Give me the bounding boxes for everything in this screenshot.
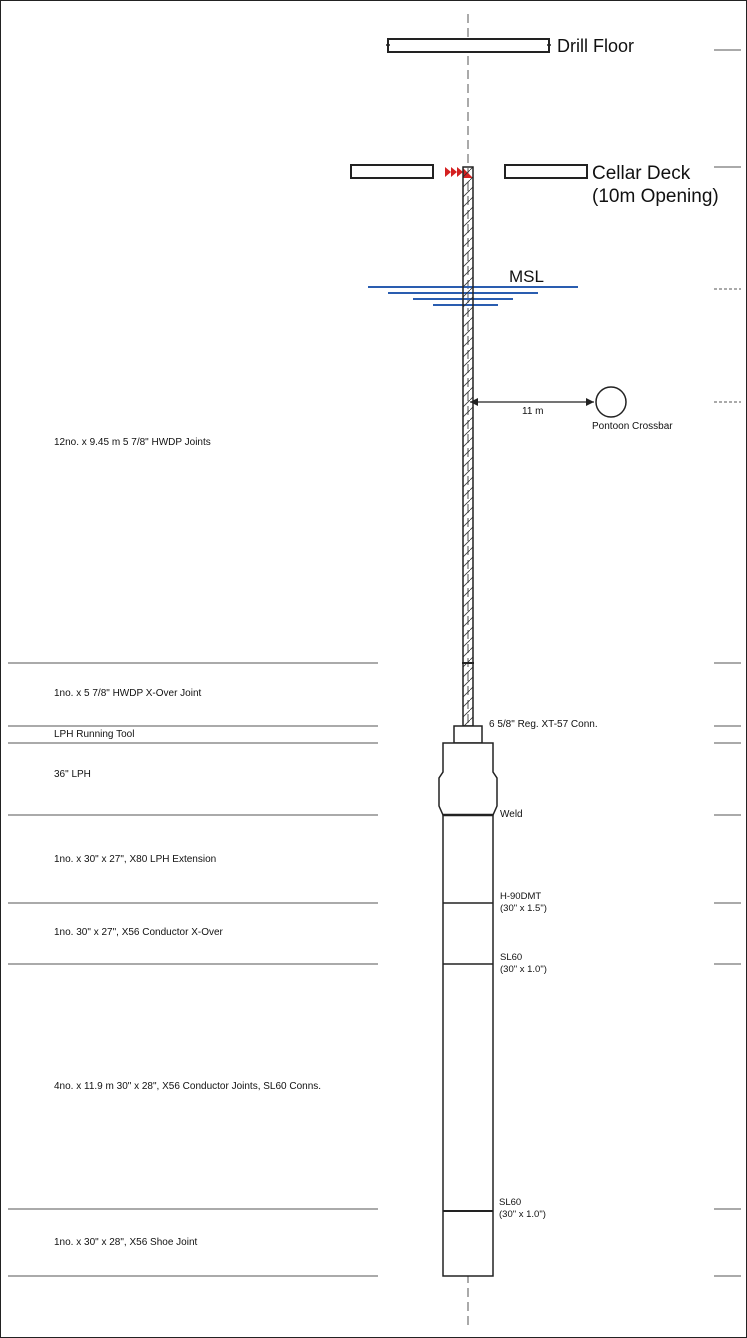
- lph-housing: [438, 742, 498, 816]
- cellar-deck-opening-label: (10m Opening): [592, 186, 719, 207]
- section-label-conductor-xover: 1no. 30" x 27", X56 Conductor X-Over: [54, 927, 223, 938]
- section-label-conductor-joints: 4no. x 11.9 m 30" x 28", X56 Conductor J…: [54, 1081, 322, 1092]
- section-label-hwdp-xover: 1no. x 5 7/8" HWDP X-Over Joint: [54, 688, 202, 699]
- section-label-hwdp-joints: 12no. x 9.45 m 5 7/8" HWDP Joints: [54, 437, 211, 448]
- msl-label: MSL: [509, 267, 544, 286]
- cellar-deck-plate-right: [504, 164, 588, 179]
- hwdp-xover-joint: [462, 662, 474, 727]
- cellar-deck-plate-left: [350, 164, 434, 179]
- cellar-deck-label: Cellar Deck: [592, 163, 691, 184]
- elevation-ticks: [714, 49, 741, 1277]
- conn-label-h90-name: H-90DMT: [500, 891, 542, 902]
- conn-label-sl60-b-size: (30" x 1.0"): [499, 1209, 546, 1220]
- section-dividers: [8, 662, 378, 1277]
- hwdp-string: [462, 166, 474, 664]
- section-label-lph: 36" LPH: [54, 769, 91, 780]
- conn-label-weld: Weld: [500, 809, 523, 820]
- conn-label-sl60-b-name: SL60: [499, 1197, 522, 1208]
- conn-label-sl60-a-name: SL60: [500, 952, 523, 963]
- pontoon-crossbar-label: Pontoon Crossbar: [592, 421, 673, 432]
- pontoon-crossbar-circle: [595, 386, 627, 418]
- lph-running-tool: [453, 725, 483, 744]
- conn-label-sl60-a-size: (30" x 1.0"): [500, 964, 547, 975]
- section-label-lph-extension: 1no. x 30" x 27", X80 LPH Extension: [54, 854, 217, 865]
- conn-label-h90-size: (30" x 1.5"): [500, 903, 547, 914]
- drill-floor-plate: [387, 38, 550, 53]
- drill-floor-label: Drill Floor: [557, 36, 635, 56]
- section-label-shoe-joint: 1no. x 30" x 28", X56 Shoe Joint: [54, 1237, 198, 1248]
- pontoon-distance-label: 11 m: [522, 406, 544, 417]
- section-label-running-tool: LPH Running Tool: [54, 729, 135, 740]
- conn-label-xt57: 6 5/8" Reg. XT-57 Conn.: [489, 719, 598, 730]
- conductor-string: [442, 814, 494, 1277]
